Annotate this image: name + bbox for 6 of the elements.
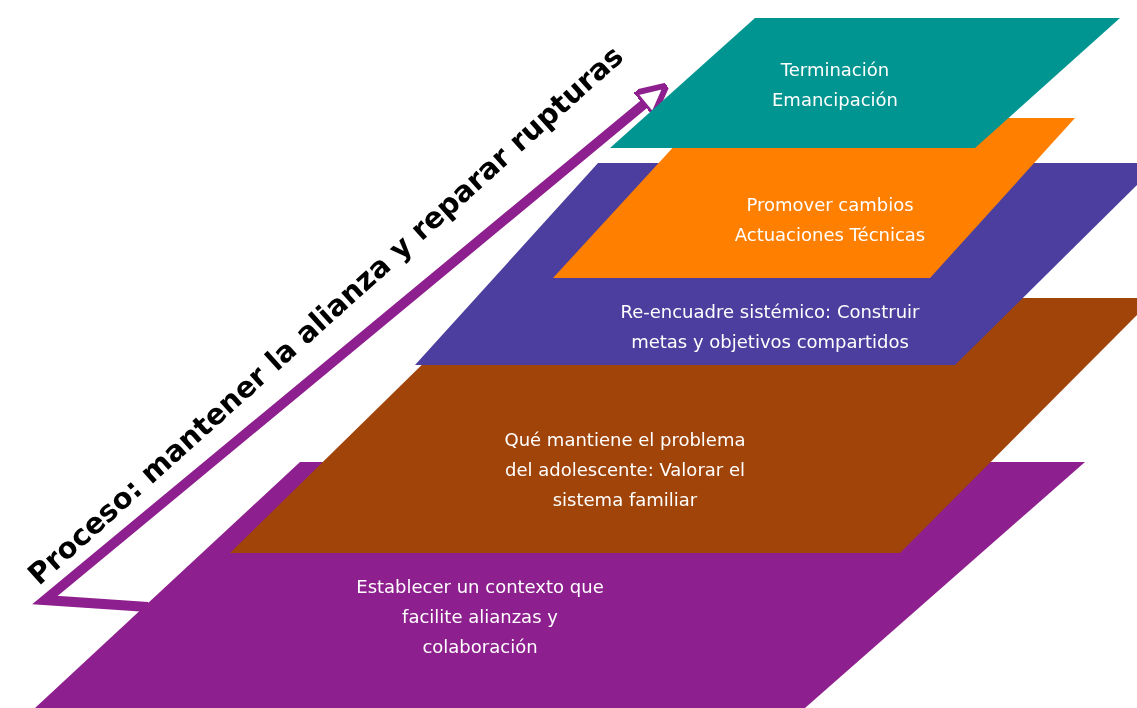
layer-label: Qué mantiene el problema del adolescente: Valorar el sistema familiar bbox=[503, 428, 747, 512]
layer-label: Promover cambios Actuaciones Técnicas bbox=[733, 193, 927, 247]
layer-label: Re-encuadre sistémico: Construir metas y objetivos compartidos bbox=[619, 300, 921, 354]
arrow bbox=[32, 82, 670, 612]
layer-label: Terminación Emancipación bbox=[771, 58, 899, 112]
layer-label: Establecer un contexto que facilite alianzas y colaboración bbox=[355, 575, 605, 659]
